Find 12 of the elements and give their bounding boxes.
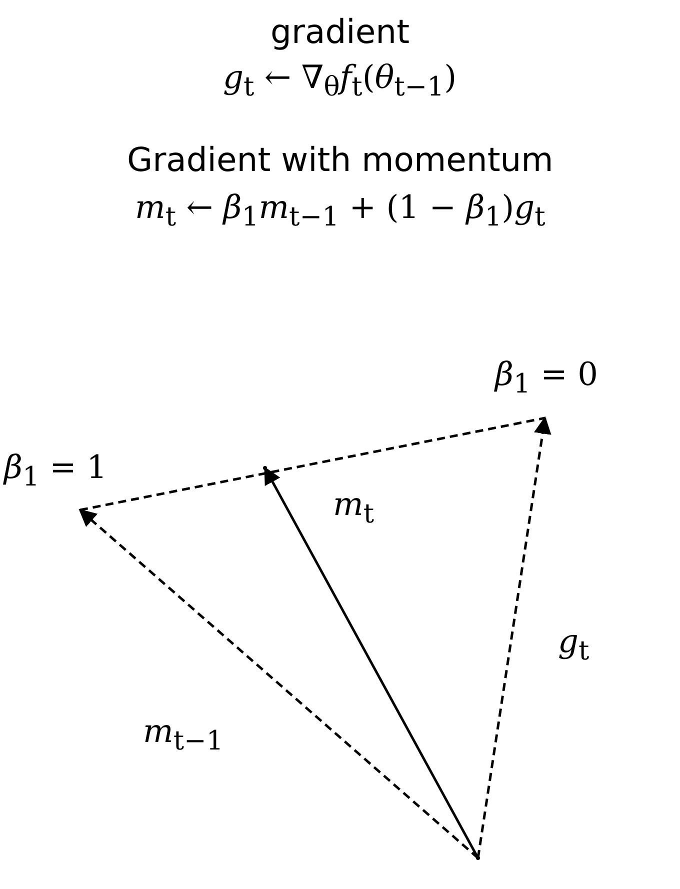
formula-text: g$_{t}$ ← ∇$_{θ}$f$_{t}$(θ$_{t−1}$) xyxy=(223,58,457,104)
dashed-line xyxy=(80,416,546,512)
dashed-arrow xyxy=(476,416,552,858)
vector-point xyxy=(476,856,480,860)
point-label: β$_{1}$ = 1 xyxy=(4,448,107,492)
point-label: β$_{1}$ = 0 xyxy=(495,355,598,400)
formula-text: m$_{t}$ ← β$_{1}$m$_{t−1}$ + (1 − β$_{1}$)g$_{t}$ xyxy=(135,188,546,234)
vector-point xyxy=(263,466,267,470)
heading-text: gradient xyxy=(270,12,410,52)
vector-arrow xyxy=(264,466,480,859)
dashed-arrow xyxy=(78,508,479,859)
heading-text: Gradient with momentum xyxy=(127,140,554,180)
